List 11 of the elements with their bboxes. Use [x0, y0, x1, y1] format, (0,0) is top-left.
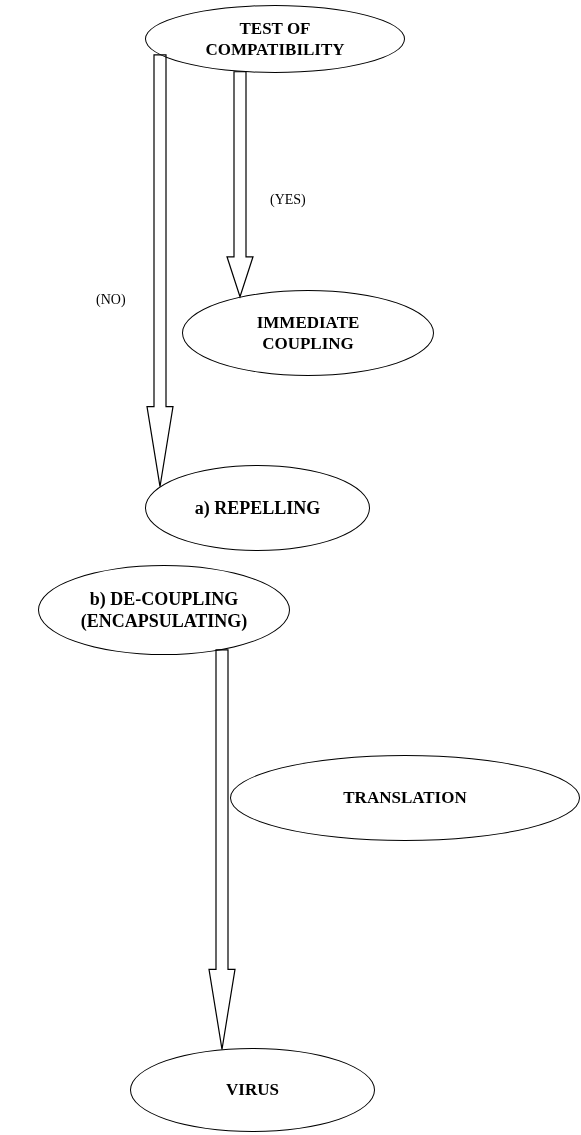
node-text: TEST OF COMPATIBILITY — [204, 17, 346, 61]
node-text: TRANSLATION — [343, 787, 467, 809]
node-text: b) DE-COUPLING (ENCAPSULATING) — [79, 587, 249, 633]
hollow-arrow — [226, 71, 254, 299]
node-text: a) REPELLING — [194, 496, 321, 520]
edge-label: (NO) — [96, 292, 126, 308]
hollow-arrow — [146, 54, 174, 488]
node-text: IMMEDIATE COUPLING — [255, 311, 361, 355]
hollow-arrow — [208, 649, 236, 1050]
edge-label: (YES) — [270, 192, 306, 208]
node-text: VIRUS — [226, 1079, 279, 1101]
